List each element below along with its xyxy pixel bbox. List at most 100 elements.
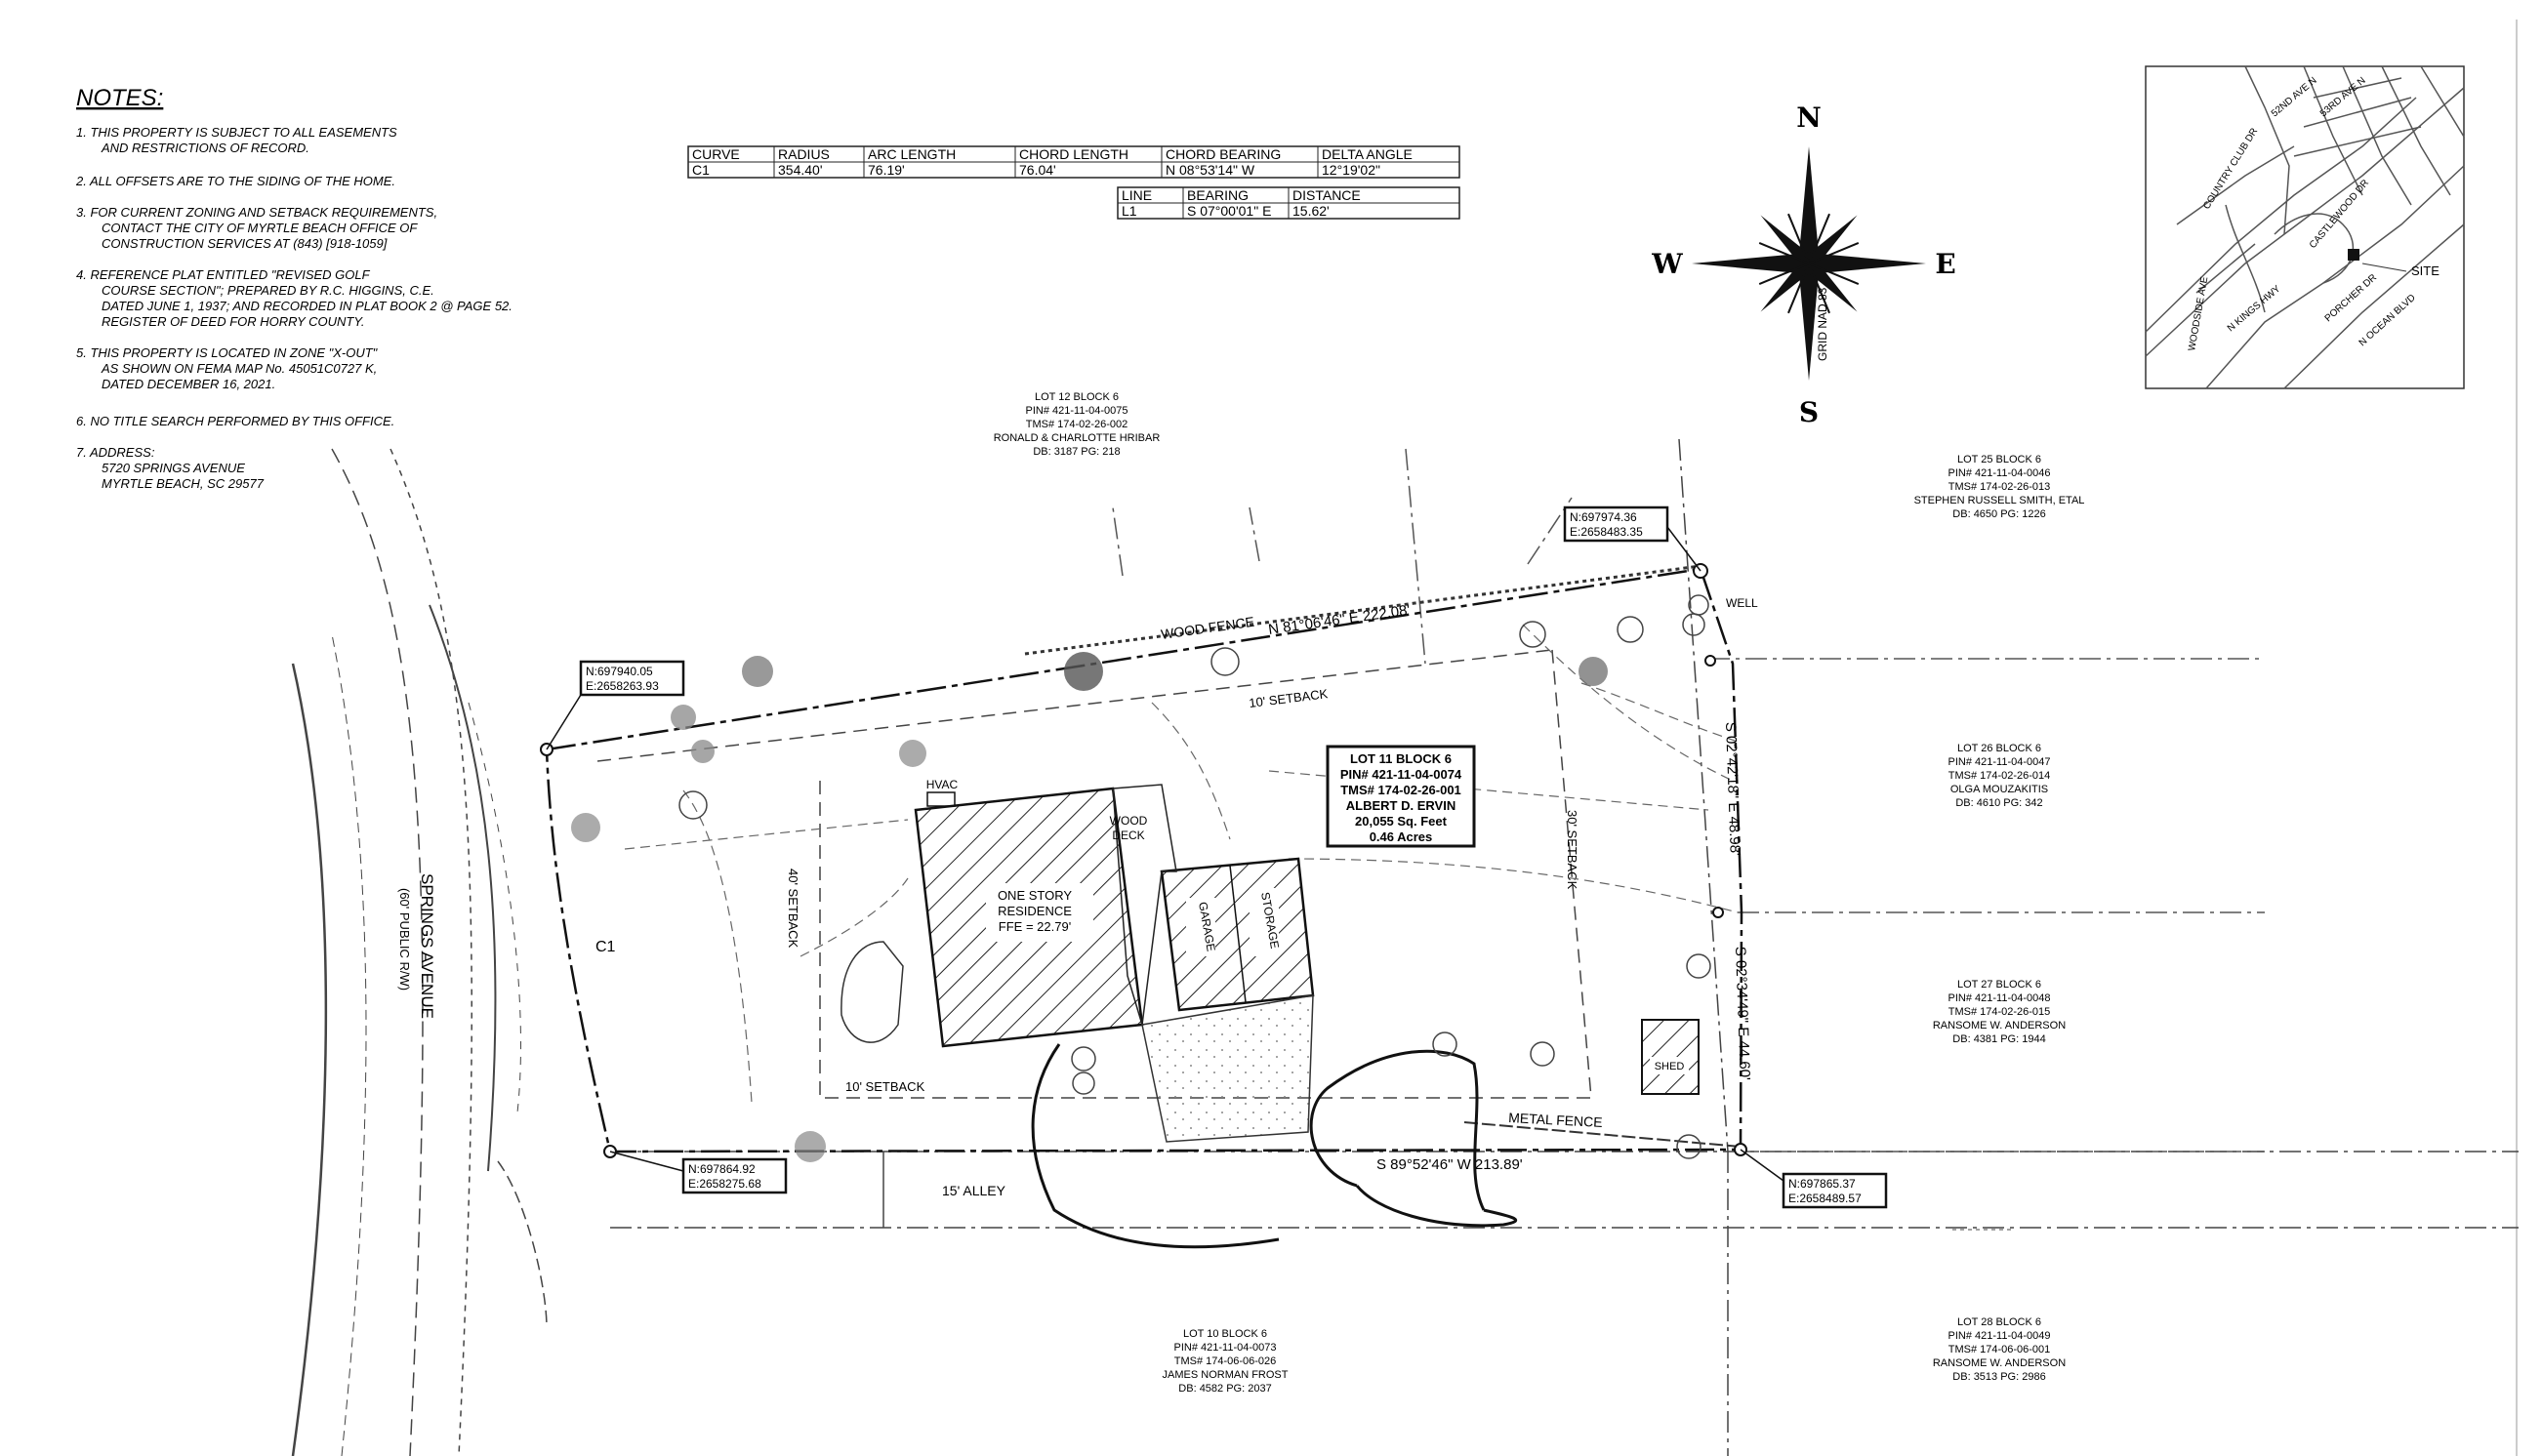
setback-10-north: 10' SETBACK	[1249, 686, 1330, 710]
svg-text:RANSOME W. ANDERSON: RANSOME W. ANDERSON	[1933, 1357, 2066, 1369]
springs-avenue-road	[291, 448, 548, 1456]
notes-heading: NOTES:	[76, 85, 163, 111]
adjoiner-lot-12: LOT 12 BLOCK 6 PIN# 421-11-04-0075 TMS# …	[994, 391, 1161, 458]
svg-text:RANSOME W. ANDERSON: RANSOME W. ANDERSON	[1933, 1020, 2066, 1031]
tree-symbols	[571, 594, 1711, 1162]
svg-text:PIN# 421-11-04-0048: PIN# 421-11-04-0048	[1948, 992, 2051, 1004]
line-header-line: LINE	[1122, 187, 1152, 203]
line-table: LINE BEARING DISTANCE L1 S 07°00'01" E 1…	[1117, 186, 1460, 220]
south-line-bearing: S 89°52'46" W 213.89'	[1376, 1156, 1523, 1173]
svg-text:20,055 Sq. Feet: 20,055 Sq. Feet	[1355, 814, 1448, 829]
svg-text:E:2658263.93: E:2658263.93	[586, 679, 659, 693]
adjoiner-lot-26: LOT 26 BLOCK 6 PIN# 421-11-04-0047 TMS# …	[1948, 743, 2051, 809]
svg-text:TMS# 174-02-26-015: TMS# 174-02-26-015	[1948, 1006, 2051, 1018]
street-width: (60' PUBLIC R/W)	[397, 888, 412, 991]
adjoiner-lot-10: LOT 10 BLOCK 6 PIN# 421-11-04-0073 TMS# …	[1163, 1328, 1289, 1395]
svg-text:LOT 12 BLOCK 6: LOT 12 BLOCK 6	[1035, 391, 1119, 403]
vicinity-map: SITE WOODSIDE AVE COUNTRY CLUB DR 52ND A…	[2145, 65, 2465, 389]
deck-label: DECK	[1112, 829, 1144, 842]
svg-text:DB: 3187 PG: 218: DB: 3187 PG: 218	[1033, 446, 1120, 458]
residence-label: ONE STORY	[998, 888, 1072, 903]
svg-text:DB: 3513 PG: 2986: DB: 3513 PG: 2986	[1952, 1371, 2045, 1383]
residence-ffe: FFE = 22.79'	[999, 919, 1071, 934]
svg-text:PIN# 421-11-04-0073: PIN# 421-11-04-0073	[1174, 1342, 1277, 1354]
svg-text:DB: 4381 PG: 1944: DB: 4381 PG: 1944	[1952, 1033, 2045, 1045]
compass-north: N	[1796, 101, 1822, 134]
note-1: 1. THIS PROPERTY IS SUBJECT TO ALL EASEM…	[76, 125, 400, 155]
wood-fence-label: WOOD FENCE	[1160, 614, 1255, 642]
curve-header-delta: DELTA ANGLE	[1322, 146, 1413, 162]
subject-lot-callout: LOT 11 BLOCK 6 PIN# 421-11-04-0074 TMS# …	[1326, 745, 1476, 848]
svg-text:E:2658483.35: E:2658483.35	[1570, 525, 1643, 539]
tree-icon	[1432, 1031, 1457, 1057]
curve-cell: 354.40'	[778, 162, 823, 178]
adjoiner-lot-27: LOT 27 BLOCK 6 PIN# 421-11-04-0048 TMS# …	[1933, 979, 2066, 1045]
tree-icon	[742, 656, 773, 687]
hvac: HVAC	[926, 778, 959, 807]
residence: ONE STORY RESIDENCE FFE = 22.79'	[914, 787, 1144, 1048]
curve-label: C1	[595, 939, 616, 955]
compass-south: S	[1799, 396, 1819, 428]
grid-note: GRID NAD 83	[1816, 287, 1829, 361]
garage-storage: GARAGE STORAGE	[1160, 857, 1315, 1012]
fences	[1024, 564, 1742, 1148]
curve-header-arc: ARC LENGTH	[868, 146, 956, 162]
alley	[610, 438, 2519, 1456]
curve-cell: 76.04'	[1019, 162, 1056, 178]
note-5: 5. THIS PROPERTY IS LOCATED IN ZONE "X-O…	[76, 345, 381, 391]
shed: SHED	[1641, 1019, 1700, 1095]
note-6: 6. NO TITLE SEARCH PERFORMED BY THIS OFF…	[76, 414, 394, 428]
tree-icon	[678, 790, 708, 820]
curve-header-chord-length: CHORD LENGTH	[1019, 146, 1128, 162]
line-cell: S 07°00'01" E	[1187, 203, 1271, 219]
utility-lines	[624, 624, 1739, 1104]
svg-text:TMS# 174-02-26-001: TMS# 174-02-26-001	[1340, 783, 1461, 797]
svg-text:OLGA MOUZAKITIS: OLGA MOUZAKITIS	[1950, 784, 2048, 795]
svg-text:PIN# 421-11-04-0046: PIN# 421-11-04-0046	[1948, 467, 2051, 479]
wood-deck: WOOD DECK	[1110, 784, 1177, 1026]
shed-label: SHED	[1655, 1061, 1685, 1072]
property-boundary	[545, 567, 1743, 1153]
adjoiner-lot-25: LOT 25 BLOCK 6 PIN# 421-11-04-0046 TMS# …	[1914, 454, 2085, 520]
well-label: WELL	[1726, 596, 1758, 610]
svg-text:LOT 10 BLOCK 6: LOT 10 BLOCK 6	[1183, 1328, 1267, 1340]
line-header-distance: DISTANCE	[1292, 187, 1361, 203]
svg-text:N:697940.05: N:697940.05	[586, 665, 653, 678]
metal-fence-label: METAL FENCE	[1508, 1110, 1603, 1130]
svg-text:PIN# 421-11-04-0049: PIN# 421-11-04-0049	[1948, 1330, 2051, 1342]
svg-text:E:2658489.57: E:2658489.57	[1788, 1192, 1862, 1205]
svg-text:TMS# 174-02-26-002: TMS# 174-02-26-002	[1026, 419, 1128, 430]
svg-text:PIN# 421-11-04-0074: PIN# 421-11-04-0074	[1340, 767, 1462, 782]
svg-text:LOT 26 BLOCK 6: LOT 26 BLOCK 6	[1957, 743, 2041, 754]
driveway-outline	[1031, 1043, 1518, 1249]
note-7: 7. ADDRESS: 5720 SPRINGS AVENUE MYRTLE B…	[76, 445, 265, 491]
svg-text:LOT 11 BLOCK 6: LOT 11 BLOCK 6	[1350, 751, 1452, 766]
tree-icon	[691, 740, 715, 763]
coord-ne: N:697974.36 E:2658483.35	[1563, 506, 1702, 572]
tree-icon	[1210, 647, 1240, 676]
tree-icon	[671, 705, 696, 730]
svg-text:N:697864.92: N:697864.92	[688, 1162, 756, 1176]
svg-text:TMS# 174-02-26-014: TMS# 174-02-26-014	[1948, 770, 2051, 782]
svg-text:LOT 27 BLOCK 6: LOT 27 BLOCK 6	[1957, 979, 2041, 991]
tree-icon	[1064, 652, 1103, 691]
svg-text:DB: 4650 PG: 1226: DB: 4650 PG: 1226	[1952, 508, 2045, 520]
svg-text:N:697974.36: N:697974.36	[1570, 510, 1637, 524]
residence-label: RESIDENCE	[998, 904, 1072, 918]
curve-table: CURVE RADIUS ARC LENGTH CHORD LENGTH CHO…	[687, 145, 1460, 179]
compass-east: E	[1935, 248, 1955, 280]
tree-icon	[1519, 621, 1546, 648]
coord-nw: N:697940.05 E:2658263.93	[546, 660, 685, 750]
adjoiner-lines	[1112, 448, 2265, 1153]
svg-text:ALBERT D. ERVIN: ALBERT D. ERVIN	[1346, 798, 1456, 813]
deck-label: WOOD	[1110, 814, 1148, 828]
svg-text:STEPHEN RUSSELL SMITH, ETAL: STEPHEN RUSSELL SMITH, ETAL	[1914, 495, 2085, 506]
setback-lines	[596, 649, 1592, 1099]
setback-40: 40' SETBACK	[786, 869, 800, 949]
curve-cell: N 08°53'14" W	[1166, 162, 1255, 178]
line-cell: L1	[1122, 203, 1137, 219]
compass-rose-icon: N S E W GRID NAD 83	[1651, 101, 1955, 428]
tree-icon	[571, 813, 600, 842]
tree-icon	[1617, 616, 1644, 643]
curve-cell: 76.19'	[868, 162, 905, 178]
